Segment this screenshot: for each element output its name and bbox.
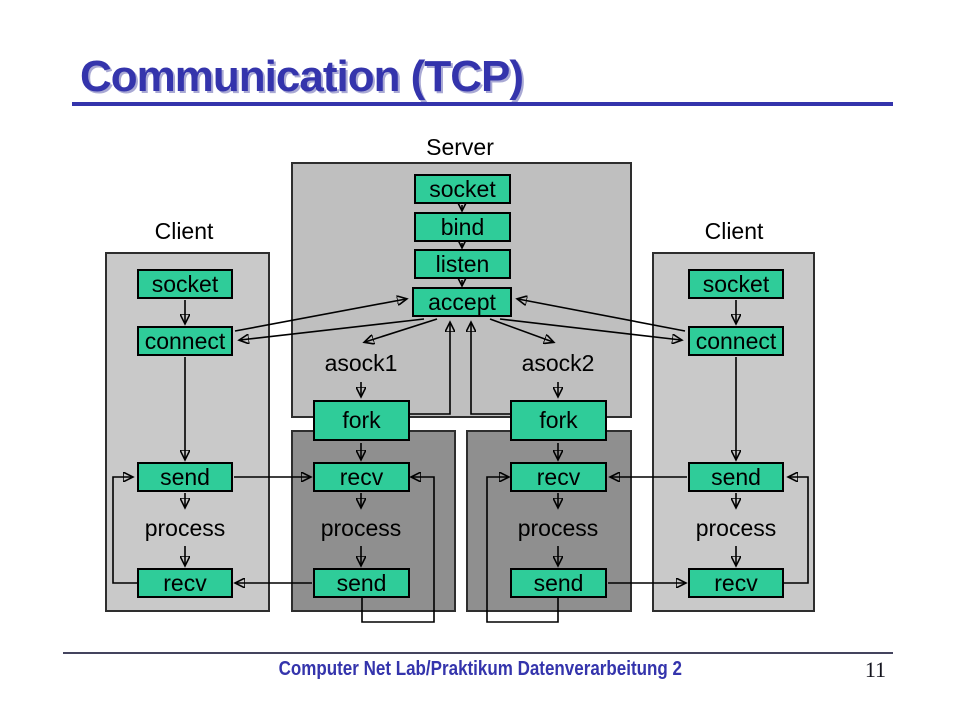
client-right-label: Client xyxy=(704,218,764,244)
server-label: Server xyxy=(426,134,494,160)
client-right-recv-node: recv xyxy=(688,568,784,598)
page-title: Communication (TCP) xyxy=(80,52,524,101)
client-left-region-box xyxy=(105,252,270,612)
client-left-send-node: send xyxy=(137,462,233,492)
client-left-process-label: process xyxy=(144,515,226,541)
server-accept-node: accept xyxy=(412,287,512,317)
handler-right-process-label: process xyxy=(517,515,599,541)
handler-left-process-label: process xyxy=(320,515,402,541)
footer-caption-text: Computer Net Lab/Praktikum Datenverarbei… xyxy=(278,658,682,680)
client-left-recv-node: recv xyxy=(137,568,233,598)
client-left-socket-node: socket xyxy=(137,269,233,299)
fork-left-node: fork xyxy=(313,400,410,441)
handler-right-recv-node: recv xyxy=(510,462,607,492)
client-right-process-label: process xyxy=(695,515,777,541)
server-socket-node: socket xyxy=(414,174,511,204)
asock2-label: asock2 xyxy=(521,350,595,376)
fork-right-node: fork xyxy=(510,400,607,441)
client-right-send-node: send xyxy=(688,462,784,492)
client-right-region-box xyxy=(652,252,815,612)
handler-left-send-node: send xyxy=(313,568,410,598)
client-right-socket-node: socket xyxy=(688,269,784,299)
server-bind-node: bind xyxy=(414,212,511,242)
page-number: 11 xyxy=(864,657,886,682)
client-right-connect-node: connect xyxy=(688,326,784,356)
footer-caption: Computer Net Lab/Praktikum Datenverarbei… xyxy=(0,658,960,681)
handler-right-send-node: send xyxy=(510,568,607,598)
handler-left-recv-node: recv xyxy=(313,462,410,492)
footer-divider xyxy=(63,652,893,654)
client-left-label: Client xyxy=(154,218,214,244)
client-left-connect-node: connect xyxy=(137,326,233,356)
title-underline xyxy=(72,102,893,106)
server-listen-node: listen xyxy=(414,249,511,279)
asock1-label: asock1 xyxy=(324,350,398,376)
